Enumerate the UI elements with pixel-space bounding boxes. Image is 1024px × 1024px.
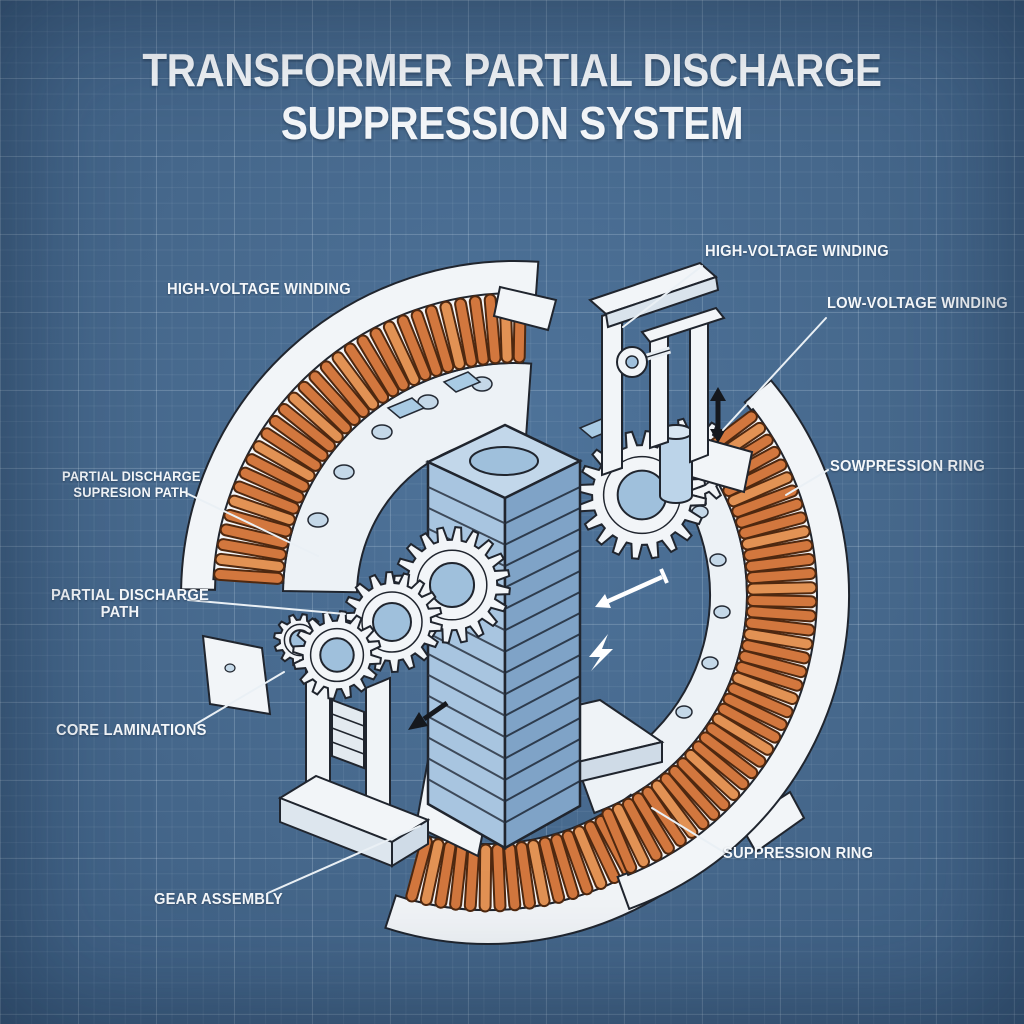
coil-end-cap xyxy=(492,285,558,332)
mounting-pad xyxy=(442,371,482,393)
label-partial-discharge-suppression-path: PARTIAL DISCHARGE SUPRESION PATH xyxy=(62,468,201,500)
title-line-1: TRANSFORMER PARTIAL DISCHARGE xyxy=(142,44,882,96)
coil-end-cap xyxy=(201,634,272,716)
arrow-down-left-icon xyxy=(422,700,449,722)
label-gear-assembly: GEAR ASSEMBLY xyxy=(154,891,283,908)
double-arrow-diagonal-icon xyxy=(603,574,663,606)
leader-line xyxy=(187,599,346,615)
annotation-glyphs xyxy=(408,387,726,730)
leader-line xyxy=(785,469,829,496)
gear-cluster-left xyxy=(272,526,511,700)
label-high-voltage-winding-left: HIGH-VOLTAGE WINDING xyxy=(167,281,351,298)
label-high-voltage-winding-right: HIGH-VOLTAGE WINDING xyxy=(705,243,889,260)
gantry-frame xyxy=(588,261,726,504)
leader-line xyxy=(622,265,703,328)
mounting-pad xyxy=(386,397,426,419)
inner-ring-structure xyxy=(281,362,748,815)
leader-lines xyxy=(183,265,829,894)
leader-line xyxy=(195,671,285,725)
inner-ring-holes xyxy=(307,371,731,719)
core-bore-hole xyxy=(469,446,539,476)
label-suppression-ring-right: SOWPRESSION RING xyxy=(830,458,986,475)
label-suppression-ring-bottom: SUPPRESSION RING xyxy=(723,845,874,862)
high-voltage-winding-coil xyxy=(213,292,527,585)
diagram-title: TRANSFORMER PARTIAL DISCHARGE SUPPRESSIO… xyxy=(61,44,962,150)
label-low-voltage-winding: LOW-VOLTAGE WINDING xyxy=(827,295,1008,312)
leader-line xyxy=(651,807,723,852)
label-partial-discharge-path: PARTIAL DISCHARGE PATH xyxy=(51,587,209,621)
leader-line xyxy=(183,491,319,557)
title-line-2: SUPPRESSION SYSTEM xyxy=(280,97,744,149)
leader-line xyxy=(722,317,827,431)
lightning-bolt-icon xyxy=(589,634,613,671)
label-core-laminations: CORE LAMINATIONS xyxy=(56,722,207,739)
hv-winding-arc-left xyxy=(180,260,558,716)
leader-line xyxy=(267,825,421,894)
